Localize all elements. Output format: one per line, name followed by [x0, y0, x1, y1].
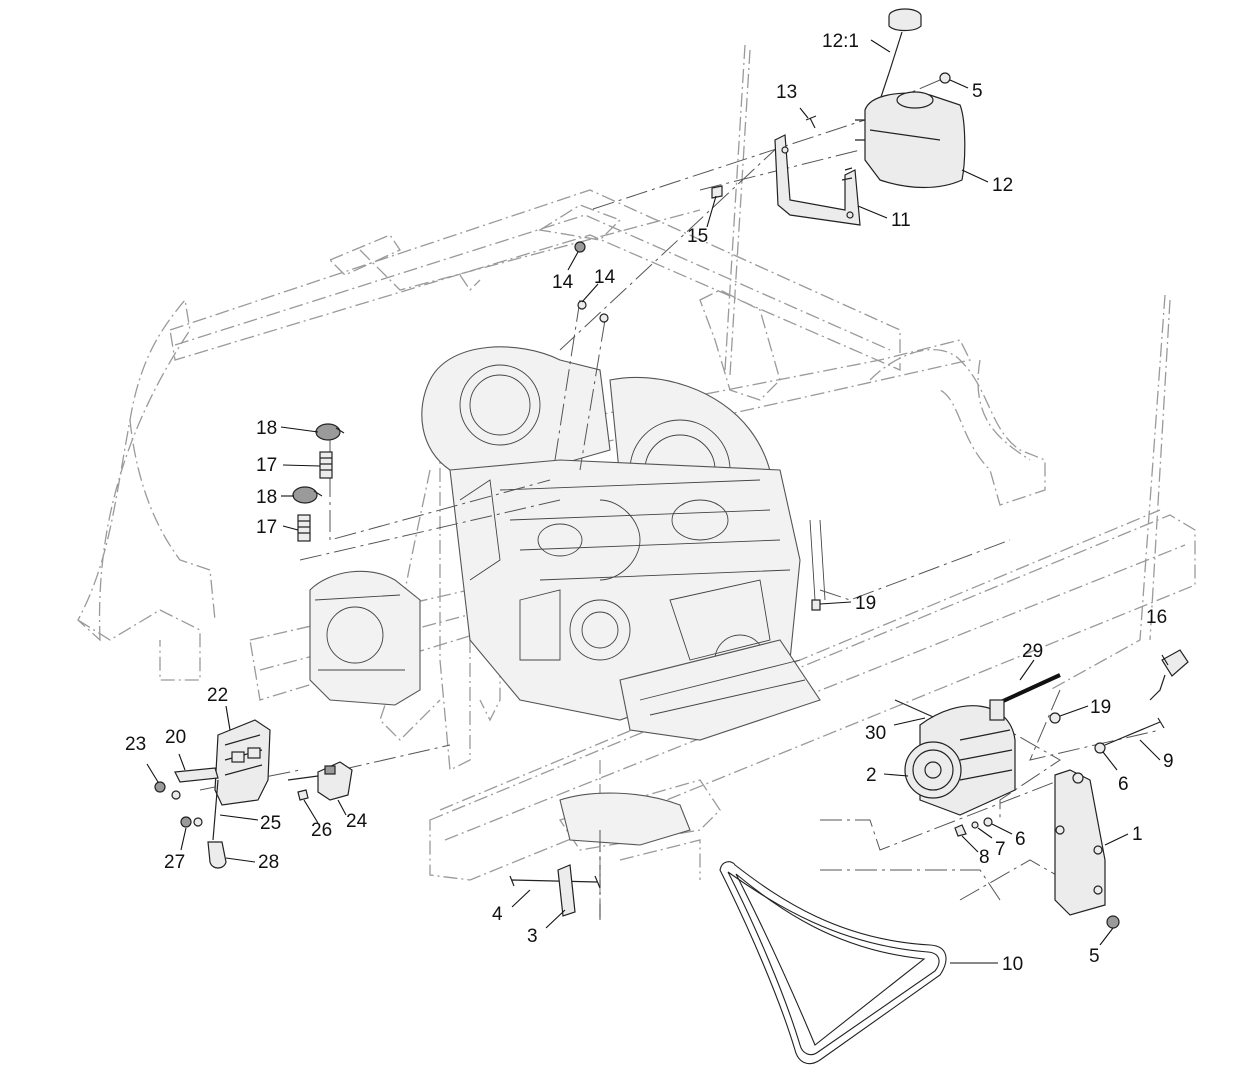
callout-28: 28 — [258, 852, 279, 873]
callout-29: 29 — [1022, 641, 1043, 662]
nut-27 — [180, 816, 192, 828]
drive-belt — [719, 861, 947, 1065]
callout-14: 14 — [552, 272, 574, 293]
bolt-26 — [297, 789, 309, 801]
actuator — [287, 761, 353, 801]
hose-clamp-lower — [292, 486, 323, 504]
nut-27b — [193, 817, 203, 827]
long-bolt — [1104, 717, 1165, 746]
callout-24: 24 — [346, 811, 368, 832]
coolant-reservoir — [855, 72, 966, 189]
callout-14: 14 — [594, 267, 616, 288]
control-module — [214, 719, 271, 806]
callout-2: 2 — [866, 765, 877, 786]
hose-clamp-upper — [315, 423, 345, 441]
callout-12: 12 — [992, 175, 1013, 196]
callout-18: 18 — [256, 418, 277, 439]
callout-19: 19 — [1090, 697, 1111, 718]
callout-11: 11 — [891, 210, 911, 231]
callout-labels: 12:1 5 13 12 11 15 14 14 18 17 18 17 19 … — [125, 31, 1174, 975]
callout-22: 22 — [207, 685, 228, 706]
callout-25: 25 — [260, 813, 281, 834]
washer-6b — [983, 817, 993, 827]
callout-15: 15 — [687, 226, 708, 247]
nut-14b — [577, 300, 587, 310]
callout-3: 3 — [527, 926, 538, 947]
nut-5b — [1106, 915, 1120, 929]
callout-6: 6 — [1118, 774, 1129, 795]
callout-27: 27 — [164, 852, 185, 873]
shift-knob — [207, 841, 227, 869]
callout-16: 16 — [1146, 607, 1167, 628]
nut-14c — [599, 313, 609, 323]
shift-rod — [212, 779, 219, 841]
washer-7 — [971, 821, 979, 829]
ac-compressor — [904, 699, 1016, 816]
callout-10: 10 — [1002, 954, 1023, 975]
callout-4: 4 — [492, 904, 503, 925]
elbow-fitting — [1149, 649, 1189, 701]
callout-6: 6 — [1015, 829, 1026, 850]
callout-5: 5 — [1089, 946, 1100, 967]
washer-6a — [1094, 742, 1106, 754]
clamp-19a — [811, 599, 821, 611]
callout-18: 18 — [256, 487, 277, 508]
callout-13: 13 — [776, 82, 797, 103]
nut-14a — [574, 241, 586, 253]
callout-17: 17 — [256, 455, 277, 476]
nut-23b — [171, 790, 181, 800]
callout-26: 26 — [311, 820, 332, 841]
callout-20: 20 — [165, 727, 186, 748]
callout-19: 19 — [855, 593, 876, 614]
screw-13 — [805, 115, 817, 129]
reservoir-bracket — [774, 134, 861, 226]
callout-7: 7 — [995, 839, 1006, 860]
hose-fitting-upper — [319, 451, 333, 479]
compressor-mount-bracket — [1054, 769, 1106, 916]
callout-17: 17 — [256, 517, 277, 538]
nut-23 — [154, 781, 166, 793]
callout-9: 9 — [1163, 751, 1174, 772]
callout-23: 23 — [125, 734, 146, 755]
clamp-19b — [1049, 712, 1061, 724]
callout-12-1: 12:1 — [822, 31, 859, 52]
hose-fitting-lower — [297, 514, 311, 542]
module-bracket — [174, 767, 219, 783]
leader-lines — [146, 39, 1169, 964]
callout-5: 5 — [972, 81, 983, 102]
reservoir-cap — [879, 8, 922, 101]
callout-30: 30 — [865, 723, 886, 744]
callout-8: 8 — [979, 847, 990, 868]
pivot-bolt — [509, 875, 601, 889]
bolt-8 — [954, 824, 967, 837]
adjuster-plate — [557, 864, 576, 917]
callout-1: 1 — [1132, 824, 1143, 845]
engine-assembly — [309, 346, 826, 846]
bolt-15 — [711, 185, 723, 199]
